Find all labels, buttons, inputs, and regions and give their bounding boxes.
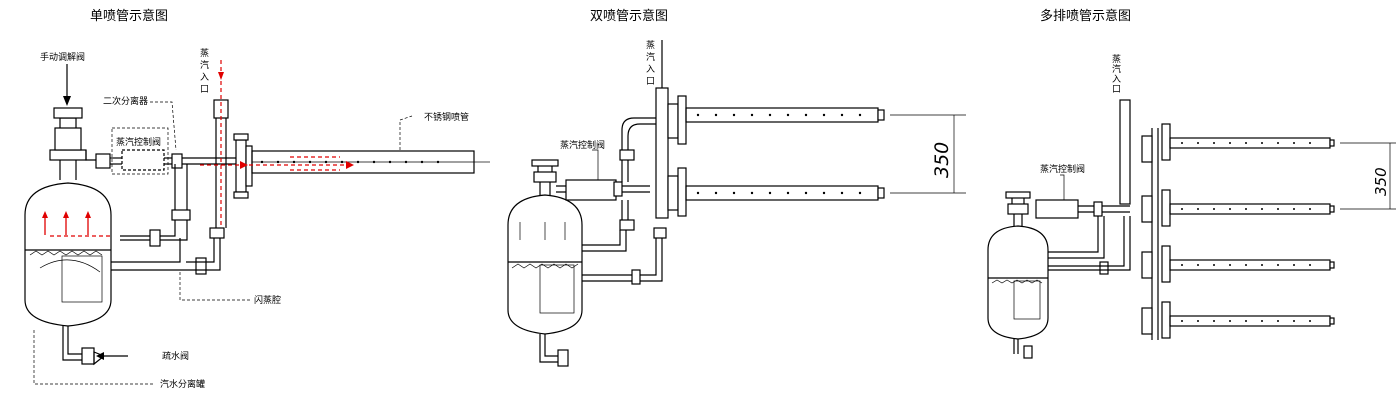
manual-valve-label: 手动调解阀 [40,51,85,63]
secondary-separator-label: 二次分离器 [103,95,148,107]
panel2-title: 双喷管示意图 [590,8,668,24]
panel-double-nozzle: 双喷管示意图 蒸汽控制阀 蒸 [507,8,966,367]
steam-inlet-label-2: 蒸 汽 入 口 [646,39,655,87]
svg-text:入: 入 [200,72,209,83]
dimension-350-2: 350 [931,142,953,178]
svg-text:口: 口 [646,77,655,87]
dimension-350-3: 350 [1372,167,1390,196]
steam-control-valve-label-2: 蒸汽控制阀 [560,139,605,151]
svg-text:口: 口 [200,85,209,95]
steam-inlet-label-1: 蒸 汽 入 口 [200,47,209,95]
nozzle-holes-2a [696,113,862,117]
drain-valve-label: 疏水阀 [162,350,189,362]
svg-text:蒸: 蒸 [1112,53,1121,65]
steam-control-valve-label-3: 蒸汽控制阀 [1040,163,1085,175]
svg-text:蒸: 蒸 [200,47,209,59]
stainless-pipe-label: 不锈钢喷管 [424,111,469,123]
nozzle-holes-3 [1181,142,1311,322]
panel-multi-nozzle: 多排喷管示意图 蒸汽控制阀 蒸 汽 入 口 [987,8,1396,359]
svg-text:汽: 汽 [1112,63,1121,75]
panel3-title: 多排喷管示意图 [1040,8,1131,24]
svg-text:入: 入 [1112,74,1121,85]
separator-tank-shape [24,107,112,366]
panel-single-nozzle: 单喷管示意图 [24,8,490,390]
flash-chamber-label: 闪蒸腔 [254,294,281,306]
steam-inlet-label-3: 蒸 汽 入 口 [1112,53,1121,95]
svg-text:汽: 汽 [646,51,655,63]
svg-text:蒸: 蒸 [646,39,655,51]
separator-tank-label: 汽水分离罐 [160,378,205,390]
svg-text:汽: 汽 [200,59,209,71]
svg-text:口: 口 [1112,85,1121,95]
tank-flow-arrows [42,211,110,237]
svg-text:入: 入 [646,64,655,75]
nozzle-holes-2b [696,191,862,195]
steam-control-valve-label-1: 蒸汽控制阀 [116,136,161,148]
nozzle-holes-1 [260,160,440,164]
panel1-title: 单喷管示意图 [90,8,168,24]
